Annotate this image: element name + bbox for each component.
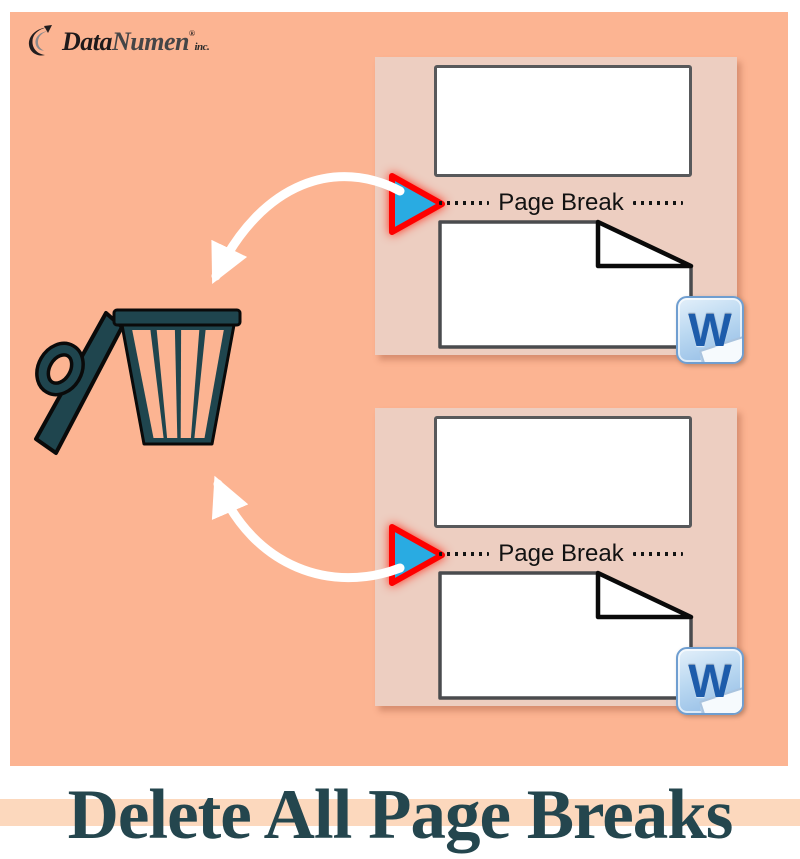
ms-word-icon: W	[676, 296, 744, 364]
brand-logo: DataNumen® inc.	[24, 24, 210, 60]
page-break-line: Page Break	[439, 540, 684, 567]
word-letter: W	[688, 655, 732, 707]
dotted-line-right	[632, 552, 684, 556]
page-break-label: Page Break	[498, 540, 624, 567]
page-below-break	[438, 219, 694, 349]
word-document-panel-bottom: Page Break W	[375, 408, 744, 715]
page-above-break	[434, 416, 692, 528]
trash-basket	[112, 308, 242, 446]
trash-can-icon	[34, 308, 242, 455]
trash-lid	[34, 311, 124, 455]
registered-trademark: ®	[188, 29, 195, 38]
word-letter: W	[688, 304, 732, 356]
page-title: Delete All Page Breaks	[67, 776, 734, 854]
dotted-line-right	[632, 201, 684, 205]
brand-suffix: inc.	[194, 41, 210, 53]
page-break-label: Page Break	[498, 189, 624, 216]
ms-word-icon: W	[676, 647, 744, 715]
brand-name-part1: Data	[62, 27, 113, 56]
dotted-line-left	[439, 201, 490, 205]
word-document-panel-top: Page Break W	[375, 57, 744, 364]
brand-name: DataNumen® inc.	[62, 27, 210, 56]
dotted-line-left	[439, 552, 490, 556]
page-above-break	[434, 65, 692, 177]
headline-accent-bar	[0, 799, 800, 826]
page-below-break	[438, 570, 694, 700]
page-break-line: Page Break	[439, 189, 684, 216]
datanumen-swoosh-icon	[28, 25, 52, 56]
brand-name-part2: Numen	[112, 27, 189, 56]
